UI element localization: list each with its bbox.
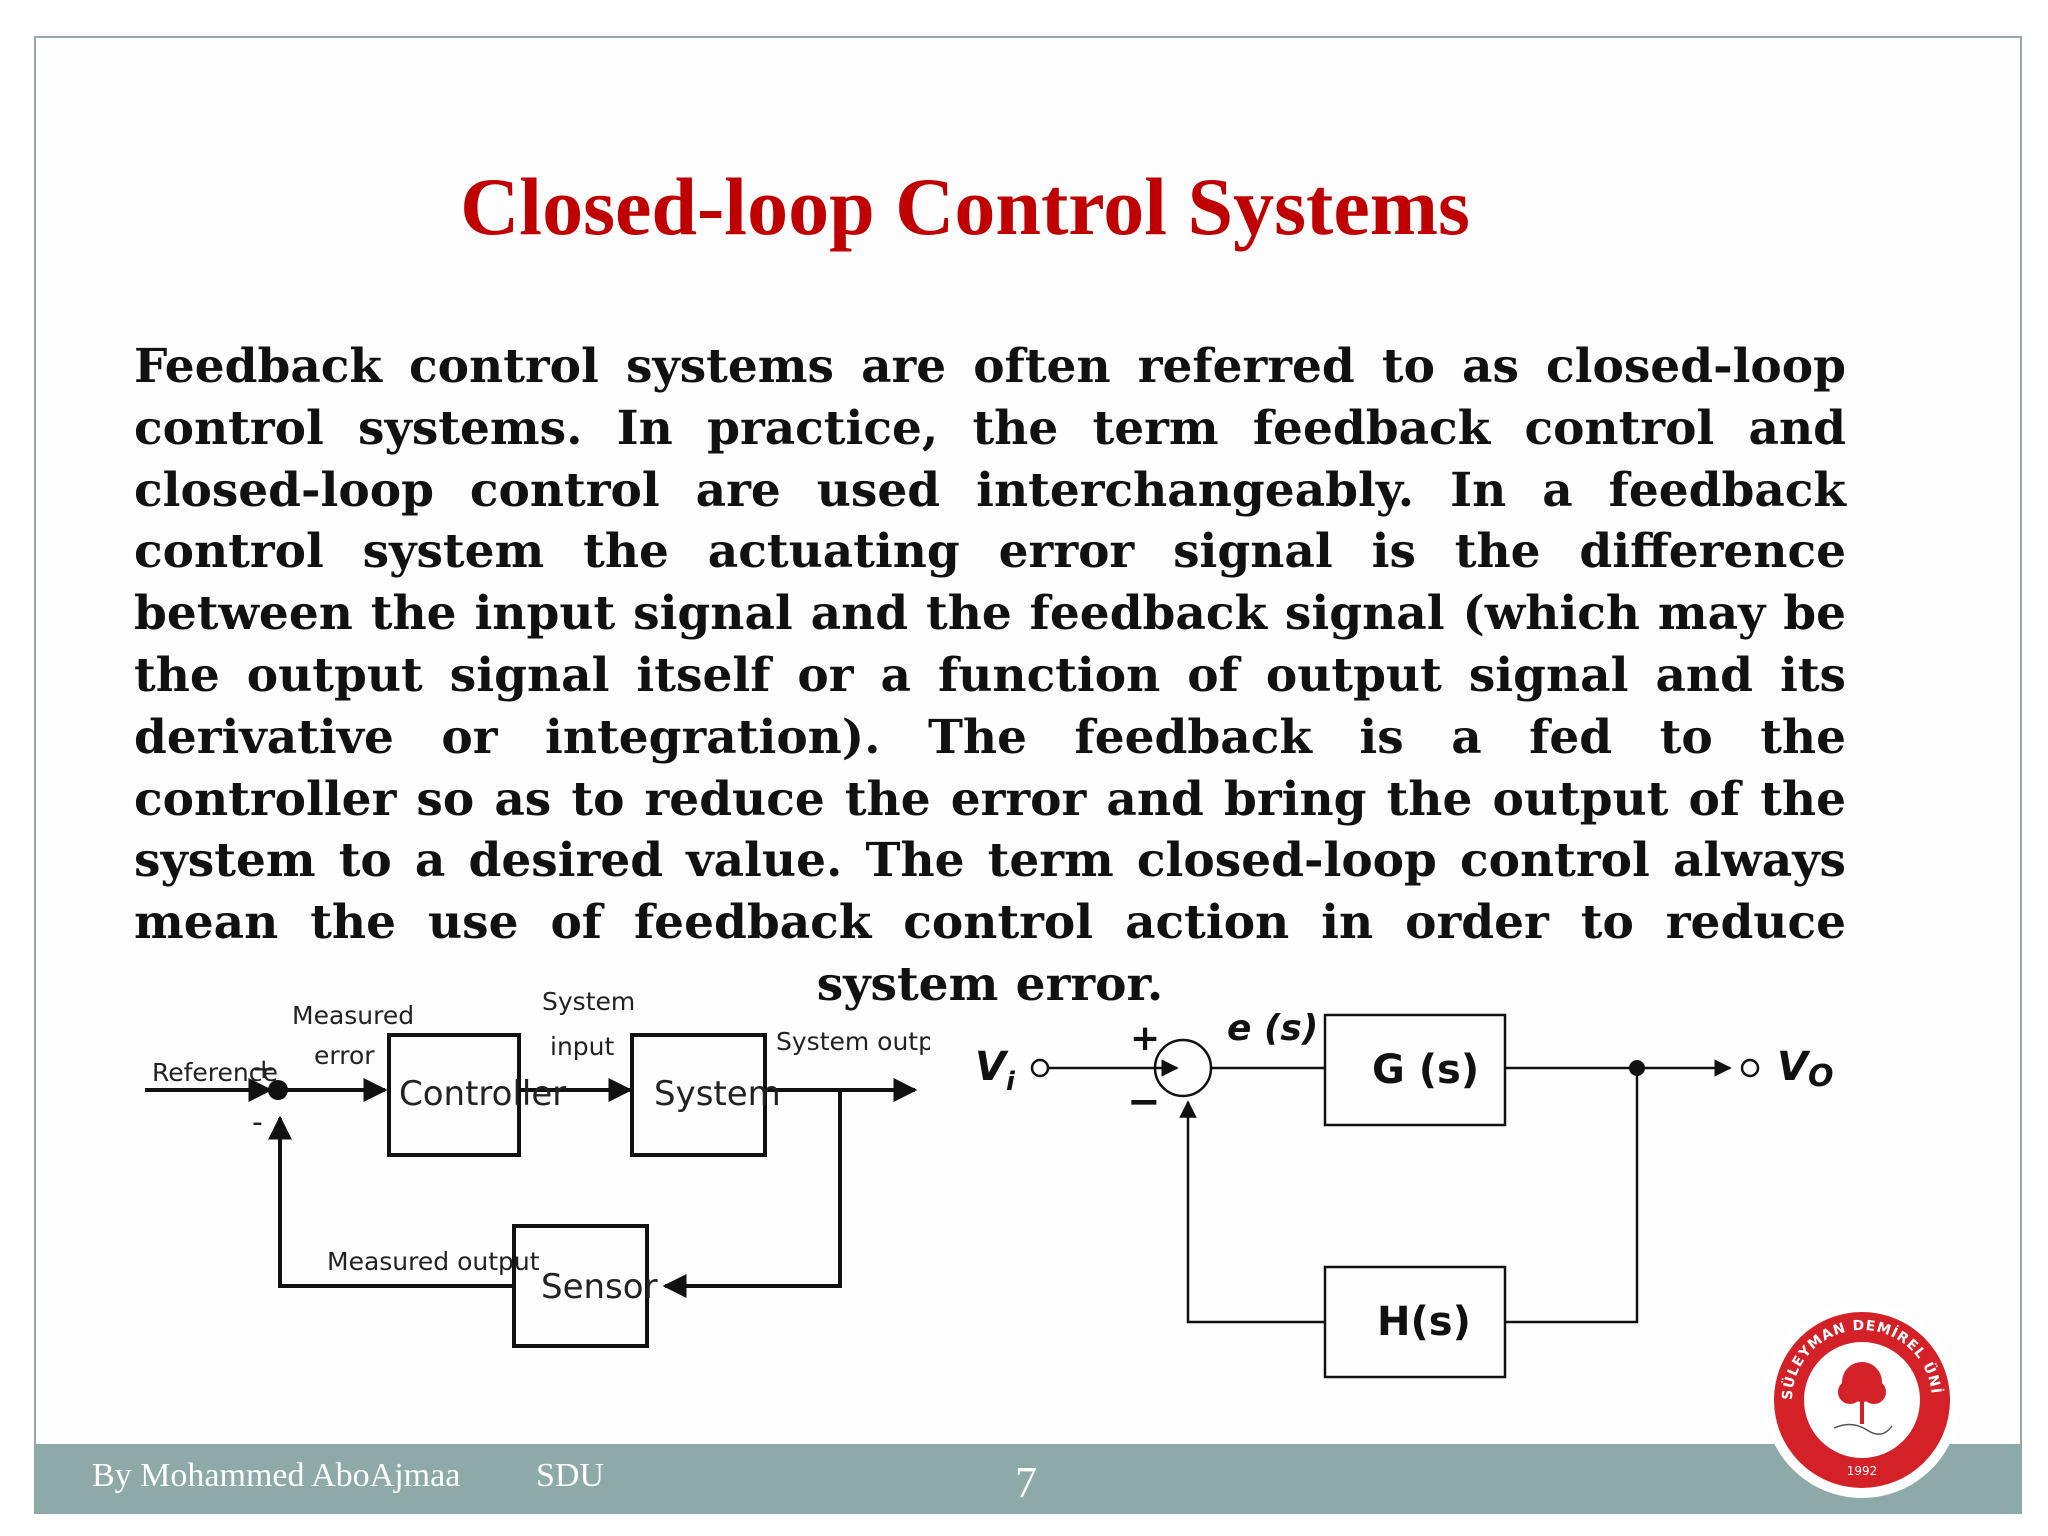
transfer-function-block-diagram: Vi VO e (s) + − G (s) H(s) [975, 1008, 1833, 1379]
plus-sign: + [252, 1052, 275, 1085]
h-block-label: H(s) [1377, 1299, 1471, 1345]
system-block [630, 1033, 767, 1157]
slide-frame [34, 36, 2022, 1514]
page-number: 7 [1015, 1458, 1037, 1507]
controller-label: Controller [399, 1074, 566, 1114]
feedback-block-diagram: Reference + - Measured error Controller … [145, 987, 930, 1348]
rose-icon [1838, 1362, 1886, 1424]
takeoff-point [1629, 1060, 1645, 1076]
g-block [1323, 1013, 1507, 1127]
measured-error-label-1: Measured [292, 1001, 414, 1030]
footer-organization: SDU [536, 1457, 605, 1494]
university-logo: SÜLEYMAN DEMİREL ÜNİVERSİTESİ 1992 [1762, 1300, 1960, 1498]
sensor-block [512, 1224, 649, 1348]
error-label: e (s) [1227, 1008, 1318, 1049]
feedback-line-right [1505, 1068, 1639, 1324]
system-label: System [654, 1074, 781, 1114]
signature-mark [1833, 1423, 1893, 1435]
sensor-label: Sensor [541, 1267, 658, 1307]
reference-label: Reference [152, 1058, 278, 1087]
feedback-line-to-sensor [662, 1090, 842, 1298]
slide-title: Closed-loop Control Systems [460, 161, 1470, 252]
minus-sign: - [252, 1105, 263, 1140]
footer-bar [34, 1444, 2022, 1514]
controller-block [387, 1033, 521, 1157]
system-input-label-2: input [550, 1032, 615, 1061]
measured-output-label: Measured output [327, 1247, 540, 1276]
measured-error-label-2: error [314, 1041, 375, 1070]
system-input-label-1: System [542, 987, 635, 1016]
minus-sign: − [1127, 1079, 1161, 1125]
summing-junction [268, 1080, 288, 1100]
output-terminal [1740, 1058, 1760, 1078]
vi-label: Vi [975, 1044, 1016, 1097]
slide-body-text: Feedback control systems are often refer… [134, 339, 1846, 1012]
system-output-label: System output [776, 1027, 930, 1056]
g-block-label: G (s) [1372, 1047, 1479, 1093]
input-terminal [1030, 1058, 1050, 1078]
svg-text:1992: 1992 [1847, 1464, 1878, 1478]
measured-output-line [268, 1115, 514, 1288]
footer-author: By Mohammed AboAjmaa [92, 1457, 461, 1494]
plus-sign: + [1130, 1018, 1160, 1059]
vo-label: VO [1777, 1044, 1833, 1094]
feedback-line-left [1179, 1100, 1325, 1324]
